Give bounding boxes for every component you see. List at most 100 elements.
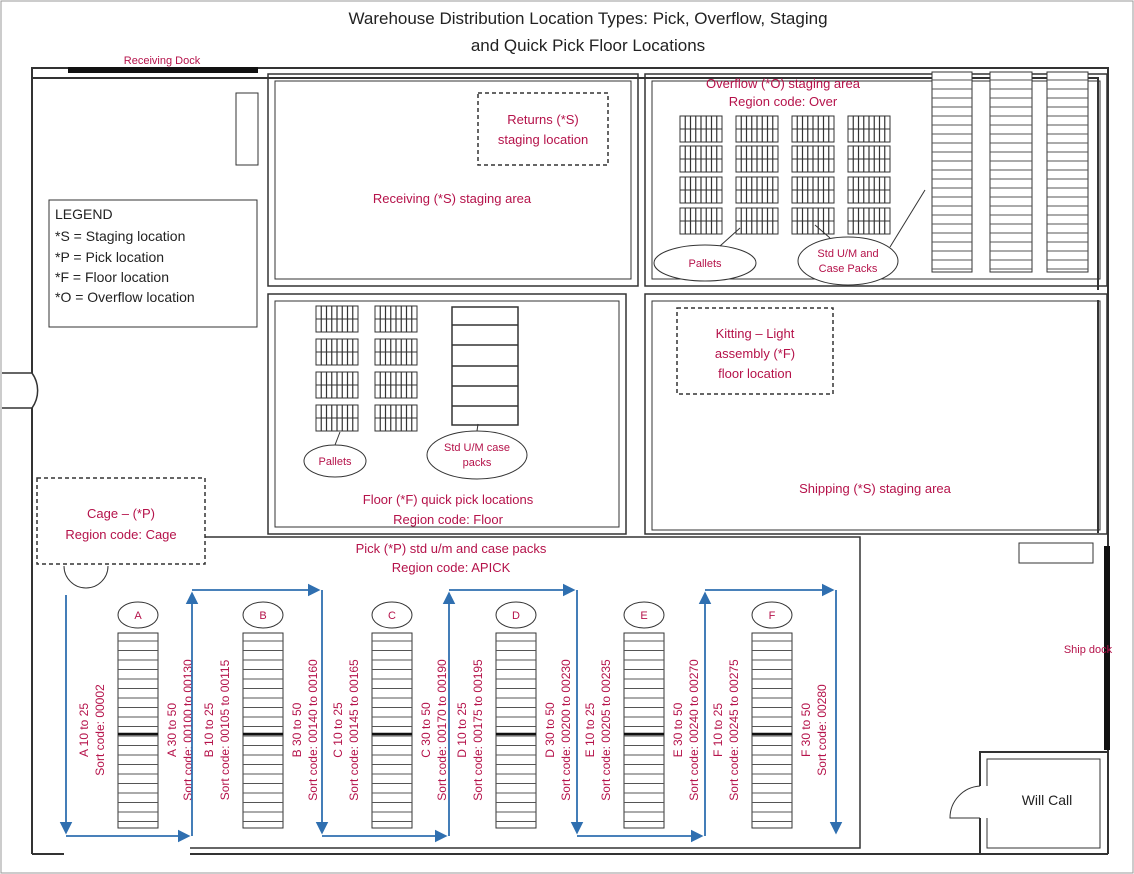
pallet [847, 207, 891, 235]
overflow-std-label-line1: Std U/M and [817, 248, 878, 260]
pallet [735, 207, 779, 235]
receiving-dock [68, 67, 258, 73]
cage-label-line2: Region code: Cage [65, 527, 176, 542]
kitting-label-line2: assembly (*F) [715, 346, 795, 361]
aisle-letter-bubble [117, 601, 159, 629]
aisle-letter: C [388, 610, 396, 622]
aisle-letter-bubble [751, 601, 793, 629]
ship-dock-label: Ship dock [1064, 644, 1113, 656]
legend-heading: LEGEND [55, 206, 113, 222]
ship-dock [1104, 546, 1110, 750]
shipping-staging-area: Kitting – Light assembly (*F) floor loca… [644, 293, 1108, 535]
floor-quick-pick-area: Pallets Std U/M case packs Floor (*F) qu… [267, 293, 627, 535]
pallet [735, 145, 779, 173]
aisle-letter-bubble [623, 601, 665, 629]
pick-rack [117, 632, 159, 829]
cage-pick-location: Cage – (*P) Region code: Cage [36, 477, 206, 589]
pallet [679, 115, 723, 143]
overflow-racks [931, 71, 1089, 273]
pallet [315, 404, 359, 432]
returns-label-line2: staging location [498, 132, 588, 147]
aisle-letter: D [512, 610, 520, 622]
aisle-letter-bubble [242, 601, 284, 629]
cage-door [63, 565, 109, 589]
aisle-letter: F [769, 610, 776, 622]
returns-staging-location [477, 92, 609, 166]
pick-rack [623, 632, 665, 829]
will-call-label: Will Call [1022, 792, 1073, 808]
pallet [374, 404, 418, 432]
legend: LEGEND *S = Staging location *P = Pick l… [48, 199, 258, 328]
floor-shelf [451, 306, 519, 426]
pallet [315, 338, 359, 366]
pick-label-line2: Region code: APICK [392, 560, 511, 575]
will-call-door [949, 785, 981, 819]
aisle-letter-bubble [495, 601, 537, 629]
receiving-bench [235, 92, 259, 166]
pallet [791, 115, 835, 143]
diagram-title-line1: Warehouse Distribution Location Types: P… [348, 9, 827, 28]
pallet [735, 176, 779, 204]
floor-label-line1: Floor (*F) quick pick locations [363, 492, 534, 507]
overflow-rack [1046, 71, 1089, 273]
pick-rack [242, 632, 284, 829]
overflow-staging-area: Overflow (*O) staging area Region code: … [644, 71, 1108, 287]
legend-item: *O = Overflow location [55, 289, 195, 305]
pick-area: Pick (*P) std u/m and case packs Region … [59, 536, 861, 849]
pallet [679, 176, 723, 204]
overflow-label-line2: Region code: Over [729, 94, 838, 109]
pick-path-arrows [59, 583, 843, 843]
pick-rack [495, 632, 537, 829]
receiving-staging-area: Receiving (*S) staging area Returns (*S)… [267, 73, 639, 287]
pallet [315, 305, 359, 333]
floor-std-bubble [426, 430, 528, 480]
kitting-floor-location [676, 307, 834, 395]
cage-label-line1: Cage – (*P) [87, 506, 155, 521]
overflow-pallets-bubble [653, 244, 757, 282]
ship-dock-bench [1018, 542, 1094, 564]
legend-item: *P = Pick location [55, 249, 164, 265]
kitting-label-line3: floor location [718, 366, 792, 381]
pallet [374, 338, 418, 366]
receiving-area-label: Receiving (*S) staging area [373, 191, 532, 206]
overflow-rack [989, 71, 1033, 273]
kitting-label-line1: Kitting – Light [716, 326, 795, 341]
pick-label-line1: Pick (*P) std u/m and case packs [356, 541, 547, 556]
floor-std-label-line2: packs [463, 457, 492, 469]
building-walls [31, 67, 1109, 855]
pallet [679, 207, 723, 235]
receiving-dock-label: Receiving Dock [124, 55, 201, 67]
legend-item: *F = Floor location [55, 269, 169, 285]
left-door [31, 372, 39, 409]
overflow-std-label-line2: Case Packs [819, 263, 878, 275]
overflow-pallets [679, 115, 891, 235]
pallet [374, 371, 418, 399]
will-call-room: Will Call [949, 751, 1108, 854]
pallet [791, 145, 835, 173]
pick-rack [371, 632, 413, 829]
pallet [847, 115, 891, 143]
overflow-pallets-label: Pallets [688, 258, 722, 270]
pallet [315, 371, 359, 399]
shipping-area-label: Shipping (*S) staging area [799, 481, 952, 496]
diagram-title-line2: and Quick Pick Floor Locations [471, 36, 705, 55]
pallet [679, 145, 723, 173]
aisle-letter: E [640, 610, 647, 622]
overflow-std-bubble [797, 236, 899, 286]
aisle-letter: A [134, 610, 142, 622]
